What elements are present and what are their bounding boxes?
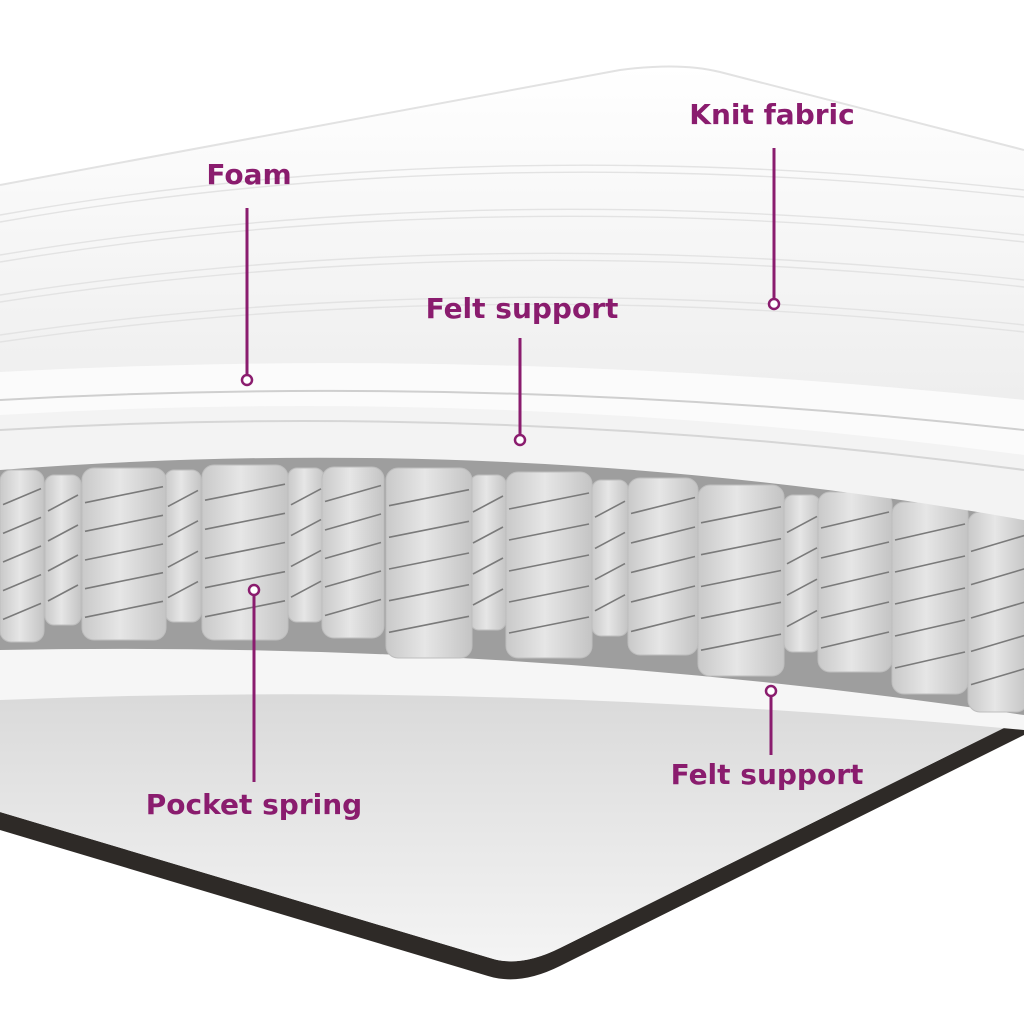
pocket-spring-core: [0, 454, 1024, 715]
callout-marker: [240, 373, 254, 387]
pocket-spring: [783, 494, 821, 653]
pocket-spring: [697, 484, 785, 677]
pocket-spring: [44, 474, 82, 626]
callout-felt-support-bottom: Felt support: [671, 684, 864, 791]
pocket-spring: [164, 469, 202, 623]
callout-felt-support-top: Felt support: [426, 292, 619, 447]
pocket-spring: [591, 479, 629, 637]
callout-marker: [247, 583, 261, 597]
mattress-base: [0, 677, 1024, 1024]
pocket-spring: [967, 511, 1024, 713]
pocket-spring: [0, 469, 45, 643]
pocket-spring: [287, 467, 325, 623]
knit-fabric-texture: [0, 164, 1024, 343]
pocket-spring: [505, 471, 593, 659]
callout-marker: [767, 297, 781, 311]
felt-support-bottom-label: Felt support: [671, 758, 864, 791]
pocket-spring: [321, 466, 385, 639]
callout-knit-fabric: Knit fabric: [689, 98, 855, 311]
felt-support-top-label: Felt support: [426, 292, 619, 325]
callout-pocket-spring: Pocket spring: [146, 583, 362, 821]
pocket-spring: [81, 467, 167, 641]
pocket-spring: [385, 467, 473, 659]
knit-fabric-label: Knit fabric: [689, 98, 854, 131]
callout-foam: Foam: [206, 158, 292, 387]
callout-marker: [513, 433, 527, 447]
pocket-spring: [627, 477, 699, 656]
pocket-spring: [891, 501, 969, 695]
foam-label: Foam: [206, 158, 291, 191]
pocket-spring: [201, 464, 289, 641]
callout-marker: [764, 684, 778, 698]
pocket-spring: [817, 491, 893, 673]
bottom-felt-layer: [0, 637, 1024, 730]
pocket-spring-label: Pocket spring: [146, 788, 362, 821]
pocket-spring: [469, 474, 507, 631]
top-comfort-layers: [0, 65, 1024, 520]
